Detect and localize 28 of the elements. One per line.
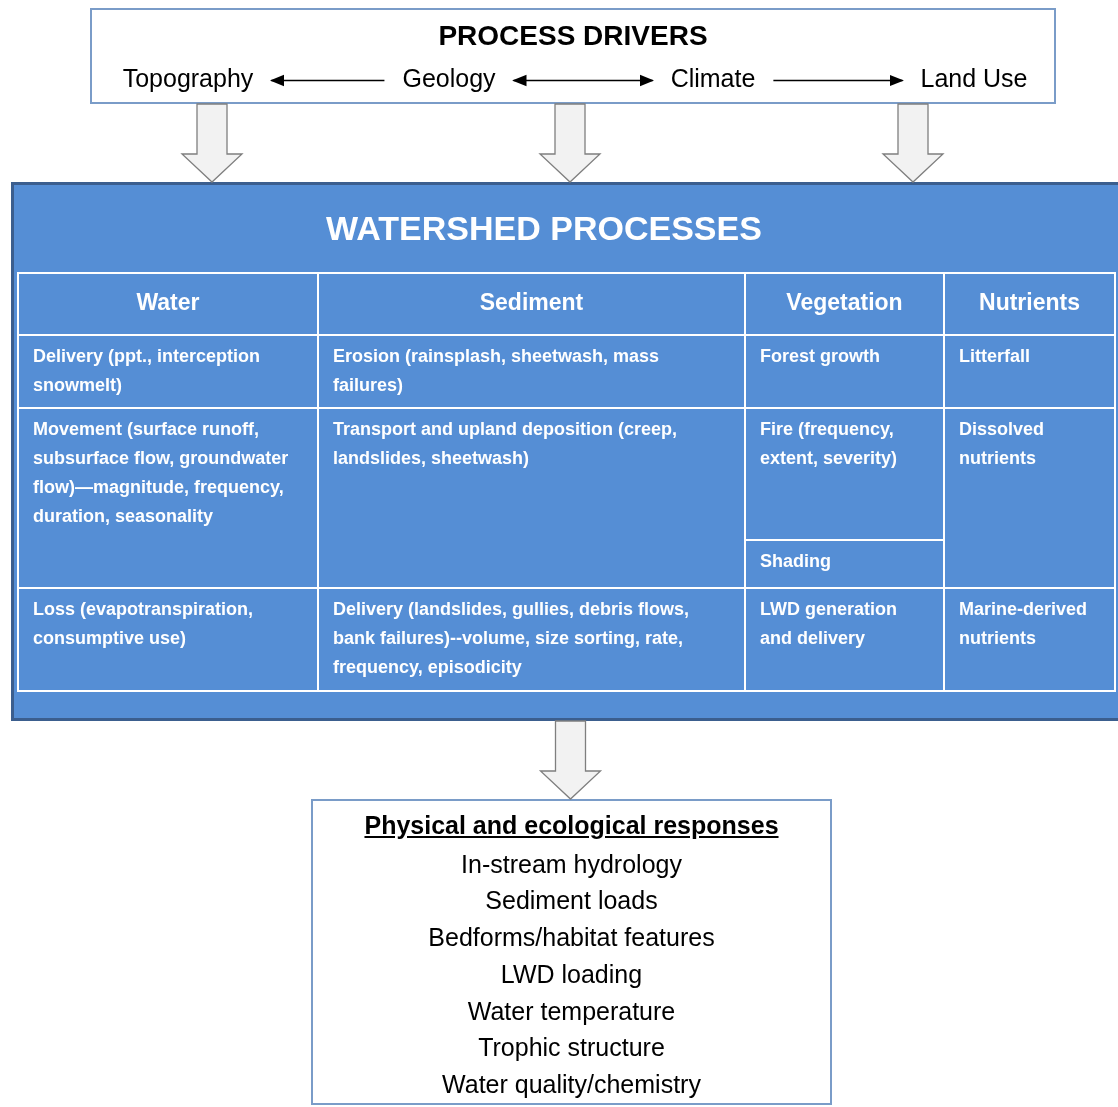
response-item: LWD loading — [500, 959, 643, 989]
driver-label: Climate — [670, 64, 756, 93]
table-cell: Marine-derived nutrients — [943, 587, 1116, 692]
arrow — [772, 74, 904, 87]
response-item: In-stream hydrology — [461, 849, 682, 879]
heading: WATERSHED PROCESSES — [326, 209, 762, 248]
driver-label: Land Use — [920, 64, 1028, 93]
response-item: Bedforms/habitat features — [428, 923, 715, 953]
block-arrow — [538, 720, 603, 800]
column-header: Nutrients — [943, 272, 1116, 336]
response-item: Sediment loads — [485, 886, 658, 916]
response-item: Water quality/chemistry — [442, 1069, 701, 1099]
block-arrow — [881, 103, 945, 183]
responses-box — [311, 799, 832, 1105]
response-item: Trophic structure — [478, 1033, 665, 1063]
driver-label: Topography — [122, 64, 254, 93]
arrow — [512, 74, 655, 87]
processes-panel — [11, 182, 1118, 721]
block-arrow — [538, 103, 602, 183]
column-header: Water — [17, 272, 319, 336]
table-cell: Loss (evapotranspiration, consumptive use) — [17, 587, 319, 692]
arrow — [269, 74, 386, 87]
response-item: Water temperature — [467, 996, 676, 1026]
heading: PROCESS DRIVERS — [438, 20, 708, 52]
drivers-box — [90, 8, 1056, 104]
heading: Physical and ecological responses — [364, 811, 779, 840]
block-arrow — [180, 103, 244, 183]
driver-label: Geology — [402, 64, 496, 93]
